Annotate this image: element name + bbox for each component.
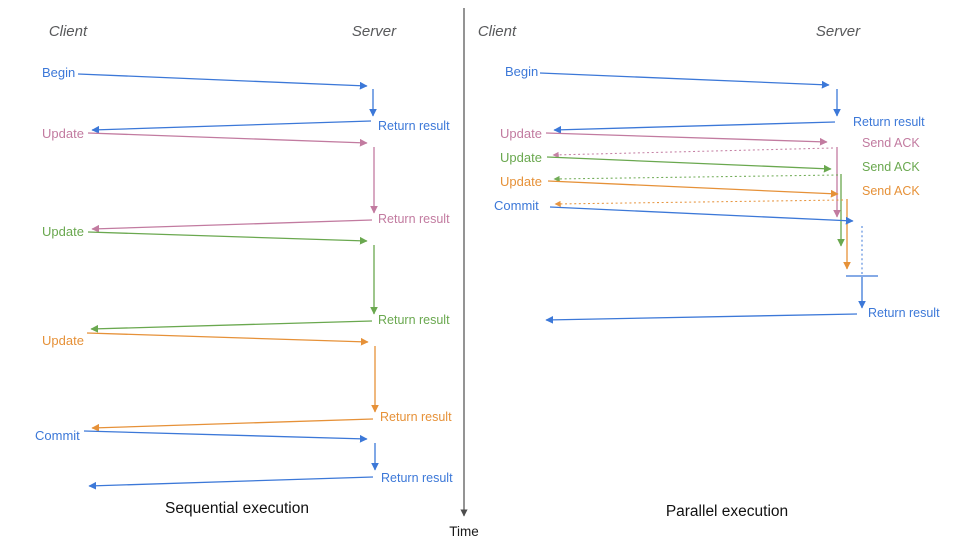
par-client-heading: Client (478, 23, 517, 40)
seq-update2-response-label: Return result (378, 313, 450, 327)
par-begin-request-arrow (539, 72, 830, 89)
seq-server-heading: Server (352, 23, 397, 40)
par-update1-label: Update (500, 126, 542, 141)
par-begin-label: Begin (505, 64, 538, 79)
seq-commit-request-arrow (83, 430, 368, 443)
seq-commit-response-label: Return result (381, 471, 453, 485)
par-message-update-3: Update Send ACK (500, 174, 920, 270)
par-server-heading: Server (816, 23, 861, 40)
par-update1-response-label: Send ACK (862, 136, 920, 150)
time-axis: Time (449, 8, 479, 539)
seq-update1-request-arrow (87, 132, 368, 147)
par-commit-request-arrow (549, 206, 854, 225)
parallel-panel: Client Server Begin Return result Update… (478, 23, 940, 520)
seq-commit-return-arrow (88, 476, 374, 490)
seq-update2-label: Update (42, 224, 84, 239)
seq-message-begin: Begin Return result (42, 65, 450, 134)
par-update2-response-label: Send ACK (862, 160, 920, 174)
par-message-update-2: Update Send ACK (500, 150, 920, 247)
seq-update2-request-arrow (87, 231, 368, 245)
seq-update2-return-arrow (90, 320, 373, 333)
par-update2-label: Update (500, 150, 542, 165)
seq-update1-return-arrow (91, 219, 373, 233)
seq-message-update-1: Update Return result (42, 126, 450, 233)
seq-update3-label: Update (42, 333, 84, 348)
sequential-panel: Client Server Begin Return result Update… (35, 23, 453, 517)
seq-message-update-3: Update Return result (42, 332, 452, 432)
par-message-commit: Commit Return result (494, 198, 940, 324)
sequential-caption: Sequential execution (165, 500, 309, 517)
seq-begin-response-label: Return result (378, 119, 450, 133)
par-update1-request-arrow (545, 132, 828, 146)
seq-update3-request-arrow (86, 332, 369, 346)
seq-commit-label: Commit (35, 428, 80, 443)
par-begin-return-arrow (553, 121, 836, 134)
seq-begin-label: Begin (42, 65, 75, 80)
par-update3-response-label: Send ACK (862, 184, 920, 198)
par-update2-request-arrow (546, 156, 832, 173)
seq-client-heading: Client (49, 23, 88, 40)
par-commit-response-label: Return result (868, 306, 940, 320)
par-update1-ack-arrow (552, 147, 834, 159)
seq-update3-response-label: Return result (380, 410, 452, 424)
seq-update3-return-arrow (91, 418, 374, 432)
par-message-begin: Begin Return result (505, 64, 925, 134)
par-commit-return-arrow (545, 313, 858, 324)
par-update3-ack-arrow (554, 199, 844, 208)
par-update3-request-arrow (547, 180, 839, 198)
par-begin-response-label: Return result (853, 115, 925, 129)
par-message-update-1: Update Send ACK (500, 126, 920, 218)
seq-message-update-2: Update Return result (42, 224, 450, 333)
parallel-caption: Parallel execution (666, 503, 788, 520)
seq-begin-return-arrow (91, 120, 372, 134)
par-update2-ack-arrow (553, 174, 839, 183)
seq-update1-response-label: Return result (378, 212, 450, 226)
par-update3-label: Update (500, 174, 542, 189)
time-axis-label: Time (449, 524, 479, 539)
seq-message-commit: Commit Return result (35, 428, 453, 490)
seq-update1-label: Update (42, 126, 84, 141)
seq-begin-request-arrow (77, 73, 368, 90)
par-commit-label: Commit (494, 198, 539, 213)
